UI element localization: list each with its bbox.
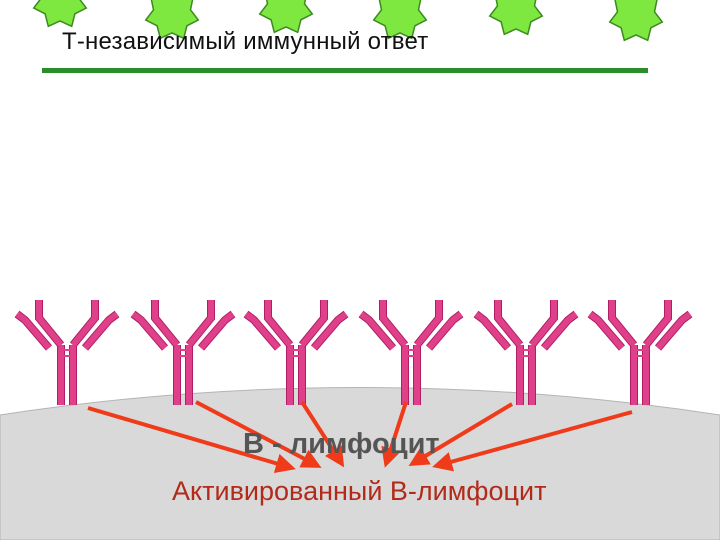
antibody-icon xyxy=(587,300,693,405)
antibody-icon xyxy=(14,300,120,405)
antigen-icon xyxy=(32,0,88,28)
title-underline xyxy=(42,68,648,73)
antibody-icon xyxy=(130,300,236,405)
antigen-icon xyxy=(372,0,428,40)
arrow-group xyxy=(87,400,633,474)
antibody-icon xyxy=(358,300,464,405)
red-arrow-icon xyxy=(195,400,322,468)
activated-b-lymphocyte-caption: Активированный В-лимфоцит xyxy=(172,476,547,506)
page-title: Т-независимый иммунный ответ xyxy=(62,28,429,55)
antibody-icon xyxy=(473,300,579,405)
antigen-icon xyxy=(608,0,664,42)
antibody-row xyxy=(14,300,693,405)
red-arrow-icon xyxy=(432,410,633,472)
red-arrow-icon xyxy=(408,402,514,467)
antigen-row xyxy=(32,0,664,42)
red-arrow-icon xyxy=(300,400,345,468)
antigen-icon xyxy=(258,0,314,34)
b-lymphocyte-cell xyxy=(0,387,720,540)
red-arrow-icon xyxy=(87,406,296,474)
red-arrow-icon xyxy=(381,401,408,468)
antigen-icon xyxy=(488,0,544,36)
antigen-icon xyxy=(144,0,200,40)
antibody-icon xyxy=(243,300,349,405)
b-lymphocyte-label: В - лимфоцит xyxy=(243,428,440,460)
